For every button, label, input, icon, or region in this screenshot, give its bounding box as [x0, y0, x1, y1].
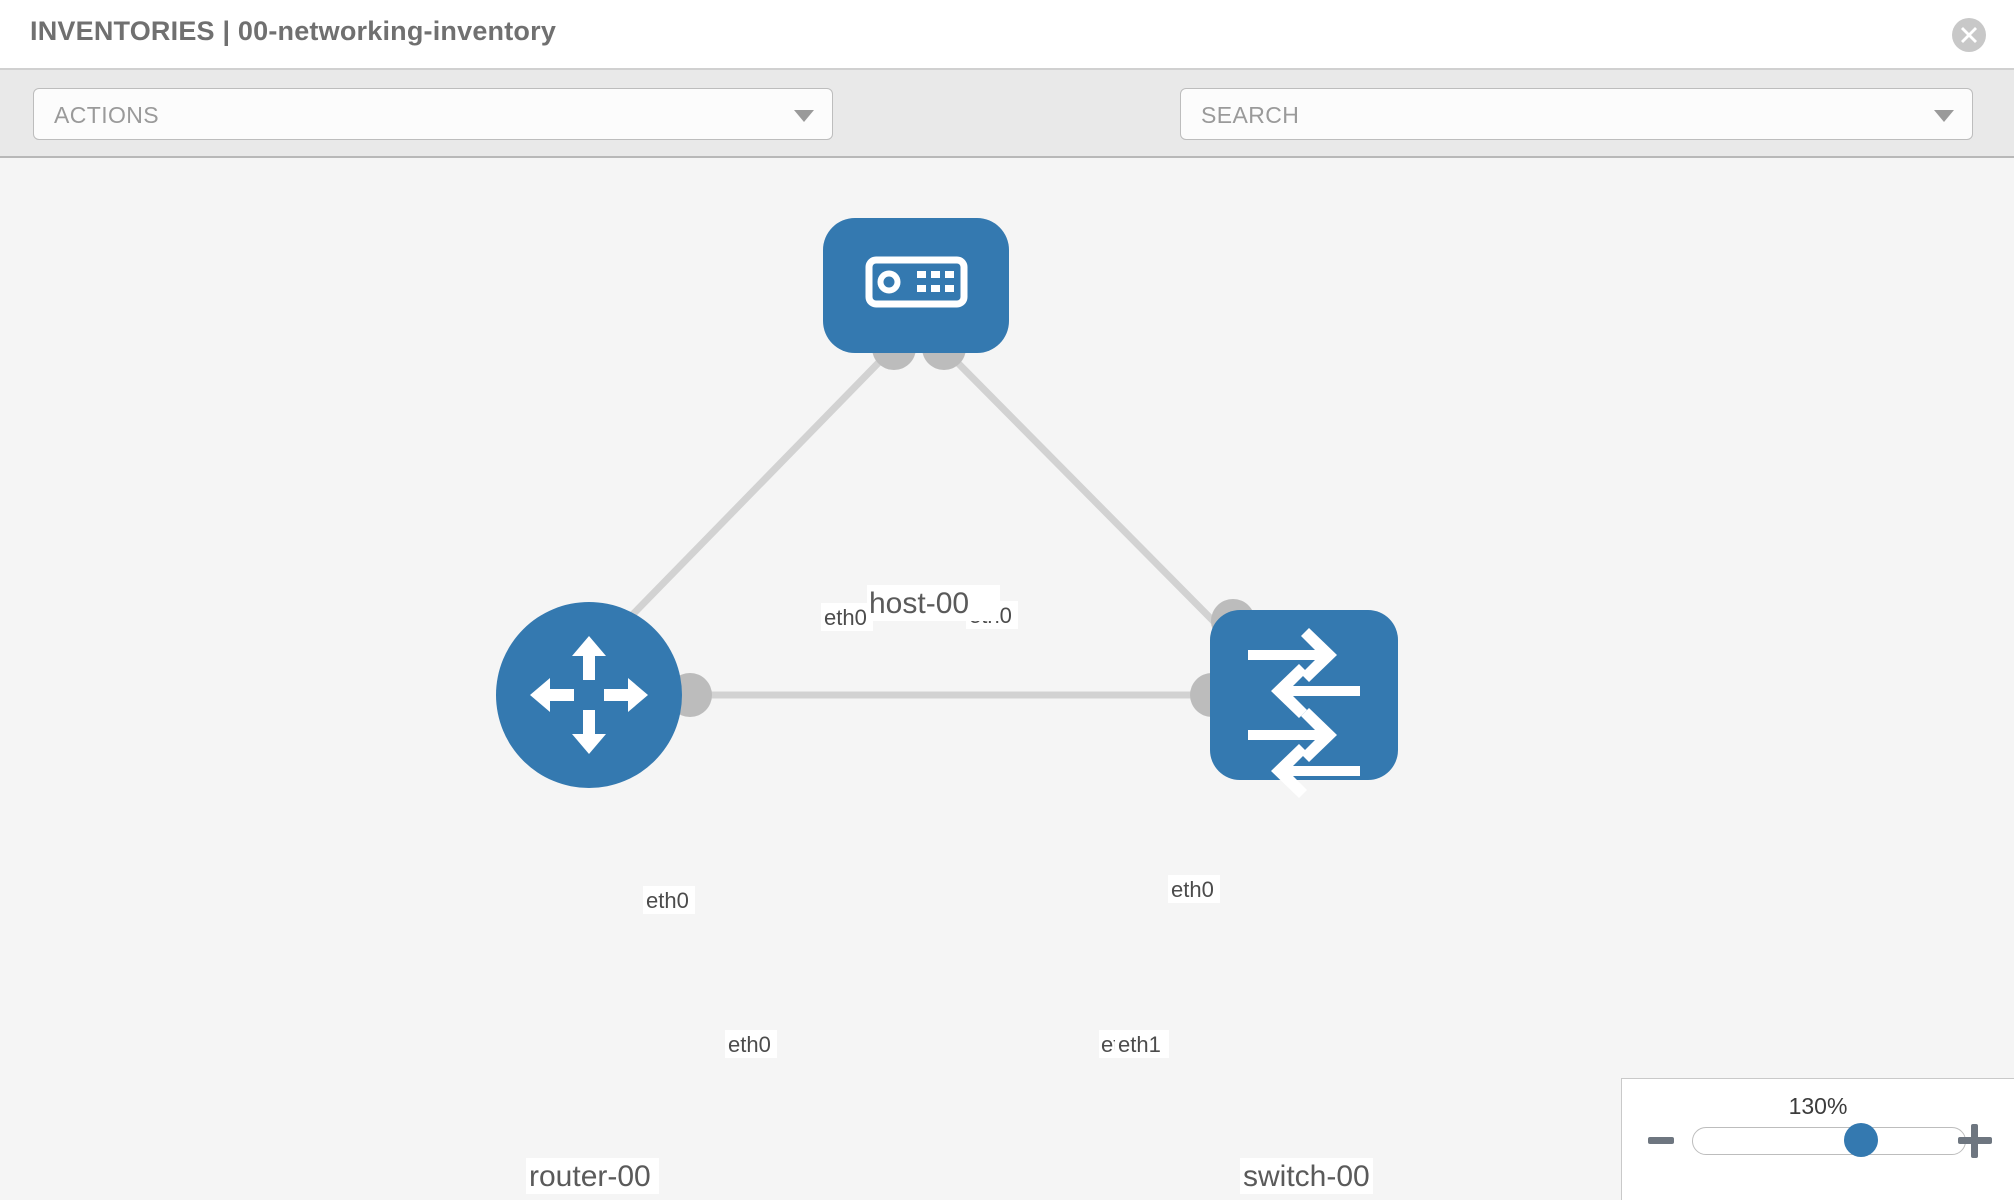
- zoom-slider-thumb[interactable]: [1843, 1123, 1878, 1157]
- edge-host-switch[interactable]: [945, 350, 1243, 651]
- edge-label-router-eth0-right: eth0: [725, 1030, 777, 1058]
- node-label-text: host-00: [869, 587, 969, 620]
- page-header: INVENTORIES | 00-networking-inventory: [0, 0, 2014, 70]
- node-router-00[interactable]: [496, 602, 682, 788]
- edge-label-switch-eth1: eth1: [1115, 1030, 1169, 1058]
- zoom-control-panel: 130%: [1621, 1078, 2014, 1200]
- page-title: INVENTORIES | 00-networking-inventory: [30, 16, 557, 46]
- search-input[interactable]: SEARCH: [1180, 88, 1973, 140]
- edge-label-text: eth0: [1171, 877, 1214, 902]
- edge-host-router[interactable]: [597, 350, 891, 651]
- topology-graph[interactable]: eth0 eth0 eth0 eth0 eth0 eth eth1: [0, 158, 2014, 1200]
- node-label-text: switch-00: [1243, 1160, 1370, 1193]
- actions-dropdown-label: ACTIONS: [54, 102, 160, 128]
- close-icon[interactable]: [1952, 18, 1986, 52]
- zoom-out-button[interactable]: [1648, 1137, 1674, 1144]
- server-appliance-icon: [865, 256, 968, 308]
- zoom-in-button[interactable]: [1958, 1124, 1992, 1158]
- edge-label-text: eth1: [1118, 1032, 1161, 1057]
- node-label-host-00: host-00: [867, 585, 1000, 621]
- bidirectional-arrows-icon: [1248, 628, 1360, 798]
- search-placeholder-label: SEARCH: [1201, 102, 1300, 128]
- node-label-router-00: router-00: [526, 1158, 659, 1194]
- zoom-slider-track[interactable]: [1692, 1127, 1966, 1155]
- node-label-switch-00: switch-00: [1240, 1158, 1373, 1194]
- edge-label-text: eth0: [646, 888, 689, 913]
- chevron-down-icon: [1934, 110, 1954, 122]
- edge-label-switch-eth0-up: eth0: [1168, 875, 1220, 903]
- node-label-text: router-00: [529, 1160, 651, 1193]
- four-arrows-inward-icon: [530, 636, 648, 754]
- edge-label-text: eth0: [824, 605, 867, 630]
- topology-canvas[interactable]: eth0 eth0 eth0 eth0 eth0 eth eth1: [0, 158, 2014, 1200]
- node-host-00[interactable]: [823, 218, 1009, 353]
- chevron-down-icon: [794, 110, 814, 122]
- actions-dropdown[interactable]: ACTIONS: [33, 88, 833, 140]
- node-switch-00[interactable]: [1210, 610, 1398, 798]
- toolbar: ACTIONS SEARCH: [0, 70, 2014, 198]
- zoom-level-label: 130%: [1788, 1093, 1848, 1119]
- edge-label-host-eth0-left: eth0: [821, 603, 873, 631]
- edge-label-router-eth0-up: eth0: [643, 886, 695, 914]
- edge-label-text: eth0: [728, 1032, 771, 1057]
